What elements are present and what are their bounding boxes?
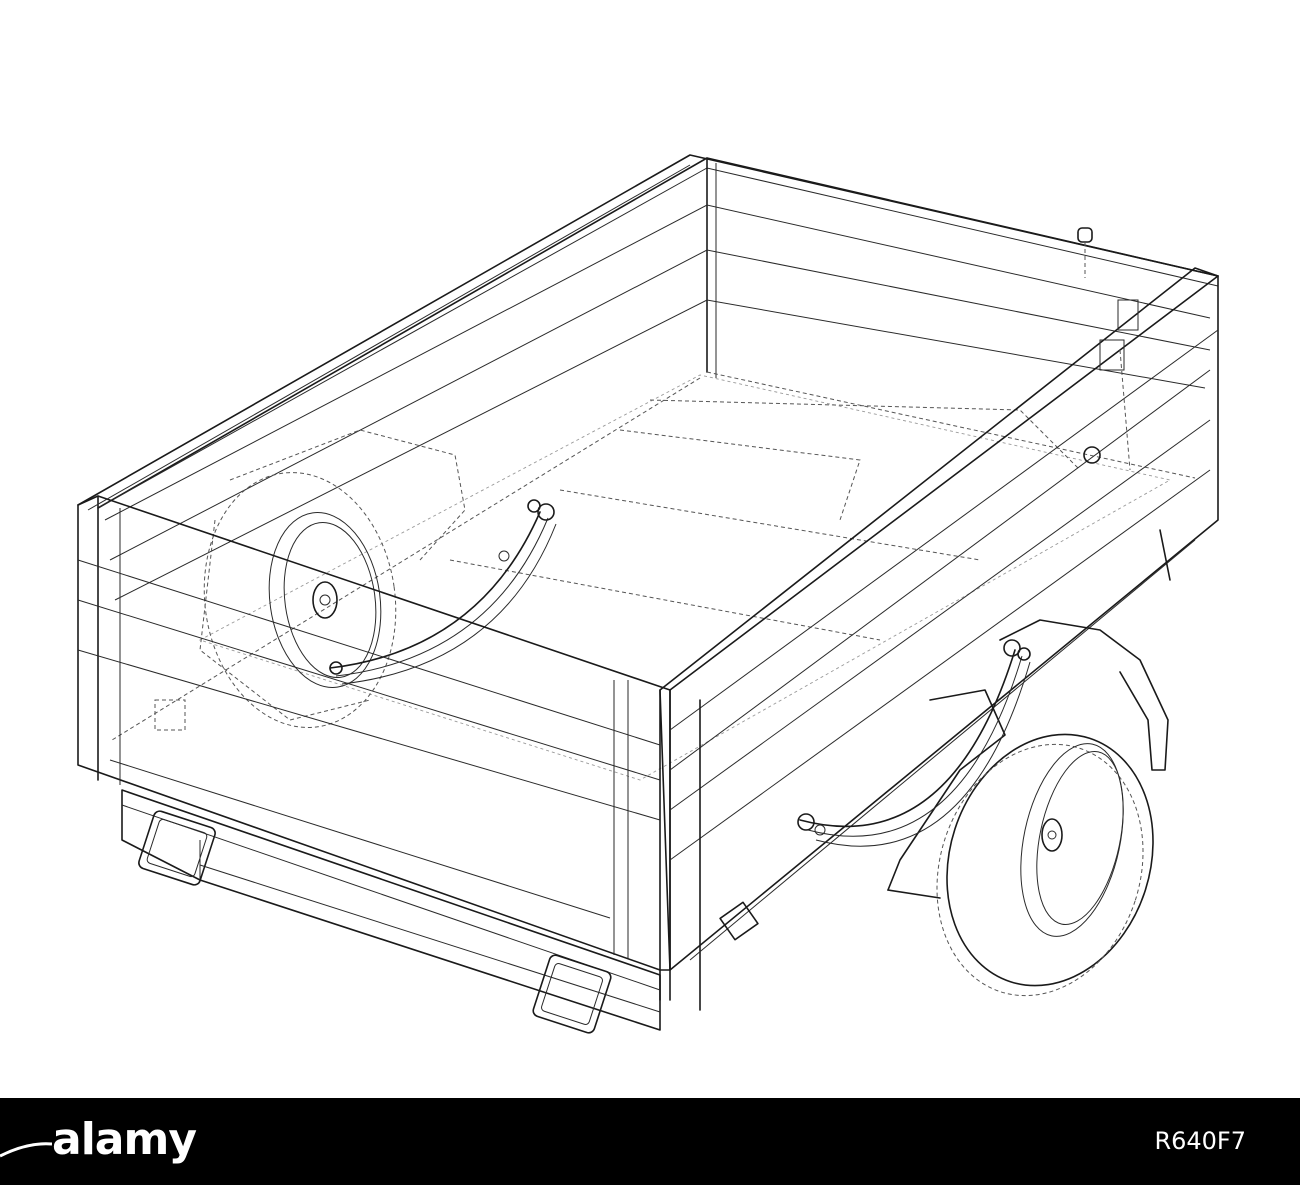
image-id-label: R640F7 [1154,1127,1246,1155]
top-rail [77,154,1219,511]
mudguard [887,619,1169,899]
tail-lights [138,810,612,1034]
left-leaf-spring [329,499,557,685]
brand-logo: alamy [52,1114,197,1165]
cargo-box-back-walls [97,157,1219,741]
front-panel [77,495,671,1001]
hitch-post [1077,227,1139,471]
trailer-wireframe-drawing [77,154,1219,1034]
trailer-svg [77,154,1219,1034]
cargo-floor [154,374,1172,781]
left-wheel [199,429,466,728]
rear-bumper [121,789,661,1031]
watermark-bar: alamy R640F7 [0,1098,1300,1185]
brand-swoosh [0,1116,52,1166]
right-leaf-spring [797,639,1031,847]
right-wheel [936,733,1154,997]
right-side-panel [659,267,1219,1011]
